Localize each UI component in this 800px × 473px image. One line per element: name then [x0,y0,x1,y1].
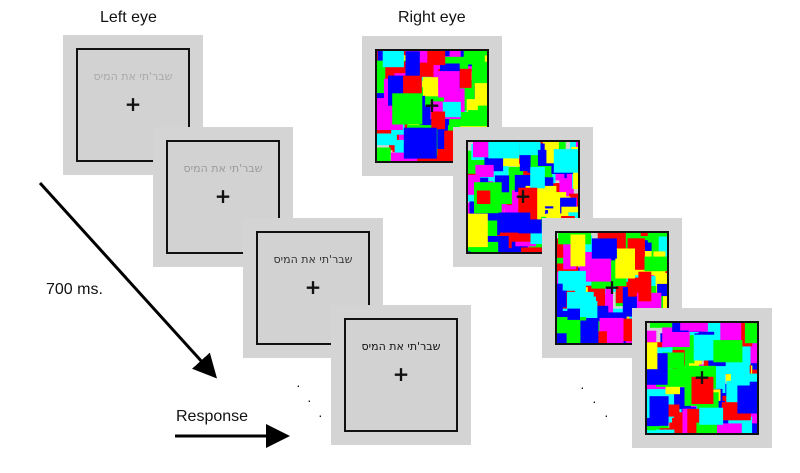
mask-patch [720,323,742,343]
mask-patch [567,291,594,309]
mask-patch [647,233,667,243]
mask-patch [518,219,542,234]
right-eye-mask-frame-4: + [632,308,772,448]
mask-patch [442,101,461,118]
mask-patch [615,248,635,279]
mask-patch [471,61,487,84]
mask-patch [656,429,675,433]
mask-patch [382,51,404,68]
fixation-cross: + [423,93,441,117]
mask-patch [475,164,494,177]
mask-patch [463,51,487,65]
right-eye-label: Right eye [398,9,466,26]
mask-patch [680,323,693,331]
mask-patch [644,256,667,272]
left-eye-frame-4: שבר'תי את המיס + [331,305,471,445]
mask-patch [699,407,724,425]
mask-patch [519,142,541,156]
mask-patch [638,271,652,302]
mask-patch [570,234,586,267]
mask-patch [557,283,563,313]
mask-patch [476,190,491,204]
ellipsis-dot: · [580,379,585,395]
prime-word: שבר'תי את המיס [361,340,441,353]
ellipsis-dot: · [592,393,597,409]
mondrian-mask [468,142,578,252]
left-eye-label: Left eye [100,9,157,26]
ellipsis-dot: · [307,392,312,408]
mask-patch [594,331,607,343]
mask-patch [647,424,669,433]
mask-patch [580,320,599,343]
ellipsis-dot: · [318,407,323,423]
mask-patch [591,238,617,259]
mask-patch [488,142,520,159]
mask-patch [662,327,690,347]
mask-patch [431,111,446,130]
mask-patch [713,423,742,433]
mask-patch [737,381,757,414]
mask-patch [647,430,661,433]
mask-patch [438,71,460,98]
mask-patch [730,364,750,386]
fixation-cross: + [124,92,142,116]
ellipsis-dot: · [296,377,301,393]
duration-label: 700 ms. [46,281,103,298]
mask-patch [427,51,446,66]
fixation-cross: + [392,362,410,386]
prime-word: שבר'תי את המיס [273,253,353,266]
prime-word: שבר'תי את המיס [93,70,173,83]
fixation-cross: + [214,184,232,208]
mask-patch [503,242,528,252]
mask-patch [688,323,708,332]
mask-patch [573,167,578,190]
mask-patch [553,149,578,173]
mask-patch [422,77,440,97]
mask-patch [657,283,667,297]
time-arrow [38,181,218,379]
response-label: Response [176,408,249,425]
mask-patch [468,213,488,248]
mask-patch [647,342,658,370]
ellipsis-dot: · [604,407,609,423]
mask-patch [747,373,757,390]
mask-patch [696,422,717,433]
mask-patch [649,396,669,426]
mask-display: + [645,321,759,435]
mask-patch [696,323,720,333]
mask-patch [403,127,437,159]
mask-patch [416,156,448,161]
mask-patch [377,147,391,161]
mask-patch [392,93,423,125]
mask-patch [567,305,580,320]
mask-patch [649,323,676,328]
mask-patch [647,330,657,354]
mondrian-mask [647,323,757,433]
left-eye-frame-3: שבר'תי את המיס + [243,218,383,358]
fixation-cross: + [693,365,711,389]
mask-patch [744,323,757,344]
mask-patch [521,247,553,252]
mask-patch [659,428,691,433]
fixation-cross: + [304,275,322,299]
prime-word: שבר'תי את המיס [183,162,263,175]
mask-patch [405,51,420,80]
left-eye-frame-2: שבר'תי את המיס + [153,127,293,267]
mask-patch [477,100,487,116]
fixation-cross: + [514,184,532,208]
right-eye-mask-frame-3: + [542,218,682,358]
fixation-cross: + [603,275,621,299]
mask-patch [713,340,743,363]
mask-patch [691,376,714,404]
stimulus-display: שבר'תי את המיס + [344,318,458,432]
